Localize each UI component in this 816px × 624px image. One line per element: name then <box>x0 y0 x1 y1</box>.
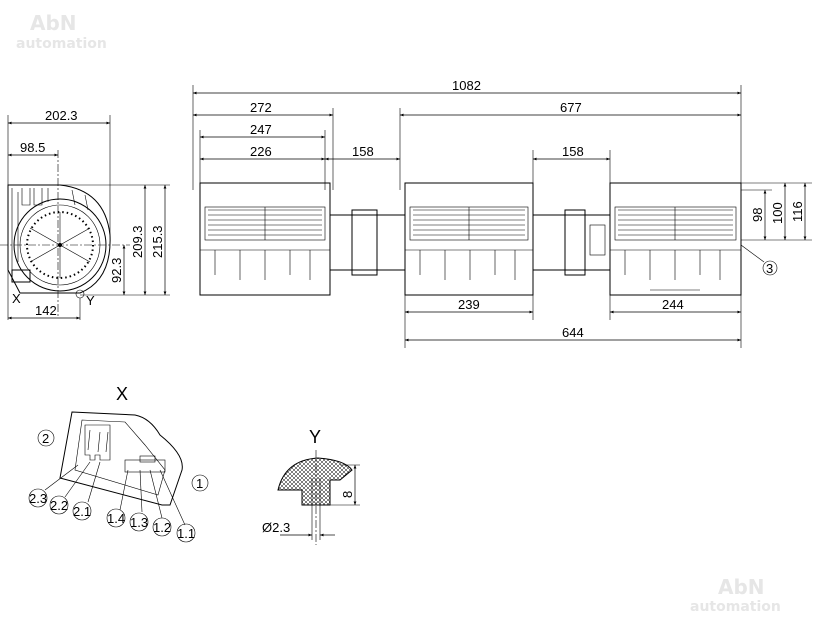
blower-housing-right <box>609 182 742 296</box>
front-view: 1082 272 677 247 226 158 158 98 100 116 … <box>192 78 812 348</box>
detail-x-title: X <box>116 384 128 404</box>
detail-x: X 2 1 2.3 2.2 2.1 1.4 1.3 1.2 1.1 <box>28 384 209 543</box>
svg-text:2.3: 2.3 <box>29 491 47 506</box>
dim-y-diameter: Ø2.3 <box>262 520 290 535</box>
dim-116: 116 <box>790 201 805 222</box>
dim-239: 239 <box>458 297 480 312</box>
svg-text:automation: automation <box>690 599 781 615</box>
dim-209-3: 209.3 <box>130 225 145 258</box>
dim-677: 677 <box>560 100 582 115</box>
svg-text:AbN: AbN <box>30 11 77 35</box>
svg-text:AbN: AbN <box>718 575 765 599</box>
svg-text:1: 1 <box>196 476 203 491</box>
detail-y: Y 8 Ø2.3 <box>262 427 360 545</box>
dim-98: 98 <box>750 208 765 222</box>
side-view: 202.3 98.5 209.3 215.3 92.3 142 X Y <box>0 108 170 320</box>
svg-text:2.2: 2.2 <box>50 498 68 513</box>
svg-text:1.2: 1.2 <box>153 520 171 535</box>
svg-text:1.3: 1.3 <box>130 515 148 530</box>
svg-text:1.4: 1.4 <box>107 511 125 526</box>
detail-y-marker: Y <box>86 293 95 308</box>
dim-215-3: 215.3 <box>150 225 165 258</box>
svg-text:automation: automation <box>16 36 107 52</box>
dim-202-3: 202.3 <box>45 108 78 123</box>
dim-244: 244 <box>662 297 684 312</box>
dim-158-right: 158 <box>562 144 584 159</box>
dim-142: 142 <box>35 303 57 318</box>
watermark-bottom-right: AbN automation <box>690 575 781 615</box>
dim-98-5: 98.5 <box>20 140 45 155</box>
dim-226: 226 <box>250 144 272 159</box>
fan-blades <box>208 207 733 240</box>
dim-247: 247 <box>250 122 272 137</box>
detail-x-callouts: 2 1 2.3 2.2 2.1 1.4 1.3 1.2 1.1 <box>28 429 209 543</box>
callout-3: 3 <box>766 261 773 276</box>
dim-92-3: 92.3 <box>109 258 124 283</box>
motor-couplings <box>330 209 610 276</box>
detail-y-title: Y <box>309 427 321 447</box>
dim-644: 644 <box>562 325 584 340</box>
svg-text:1.1: 1.1 <box>177 526 195 541</box>
svg-text:2: 2 <box>42 431 49 446</box>
watermark-top-left: AbN automation <box>16 11 107 52</box>
svg-text:2.1: 2.1 <box>73 504 91 519</box>
dim-y-height: 8 <box>340 491 355 498</box>
dim-158-left: 158 <box>352 144 374 159</box>
dim-272: 272 <box>250 100 272 115</box>
detail-x-marker: X <box>12 291 21 306</box>
dim-100: 100 <box>770 202 785 224</box>
dim-1082: 1082 <box>452 78 481 93</box>
